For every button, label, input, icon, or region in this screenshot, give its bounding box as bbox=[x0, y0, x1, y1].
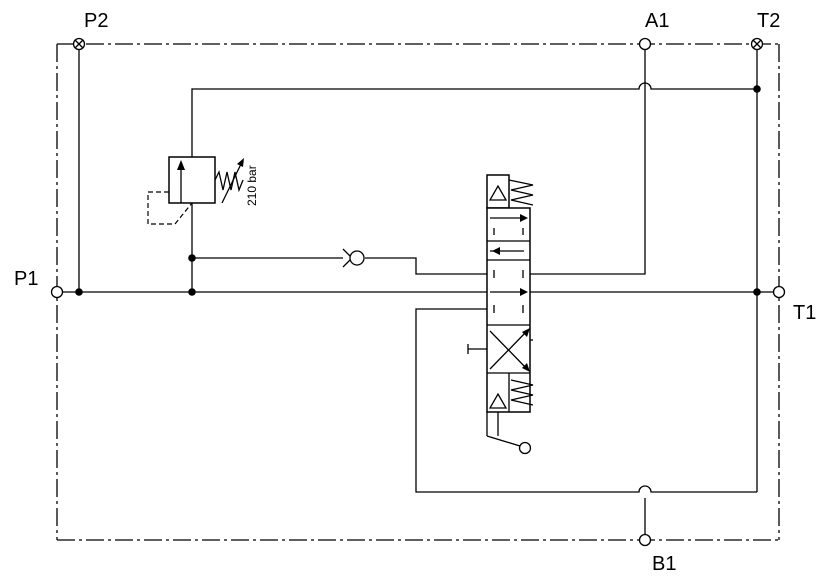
port-t2-plugged bbox=[750, 37, 764, 51]
hydraulic-lines bbox=[57, 44, 779, 534]
port-label-t2: T2 bbox=[757, 10, 780, 32]
check-valve bbox=[342, 248, 365, 268]
pressure-relief-valve: 210 bar bbox=[147, 156, 259, 225]
port-b1 bbox=[638, 533, 652, 547]
port-a1 bbox=[638, 37, 652, 51]
junction-dots bbox=[75, 85, 761, 296]
port-p1 bbox=[50, 285, 64, 299]
directional-control-valve bbox=[467, 174, 534, 455]
port-label-b1: B1 bbox=[652, 553, 676, 575]
port-label-p2: P2 bbox=[84, 10, 108, 32]
relief-pressure-label: 210 bar bbox=[245, 165, 259, 206]
port-t1 bbox=[772, 285, 786, 299]
port-label-p1: P1 bbox=[14, 268, 38, 290]
port-label-t1: T1 bbox=[793, 302, 816, 324]
port-p2-plugged bbox=[72, 37, 86, 51]
port-label-a1: A1 bbox=[645, 10, 669, 32]
